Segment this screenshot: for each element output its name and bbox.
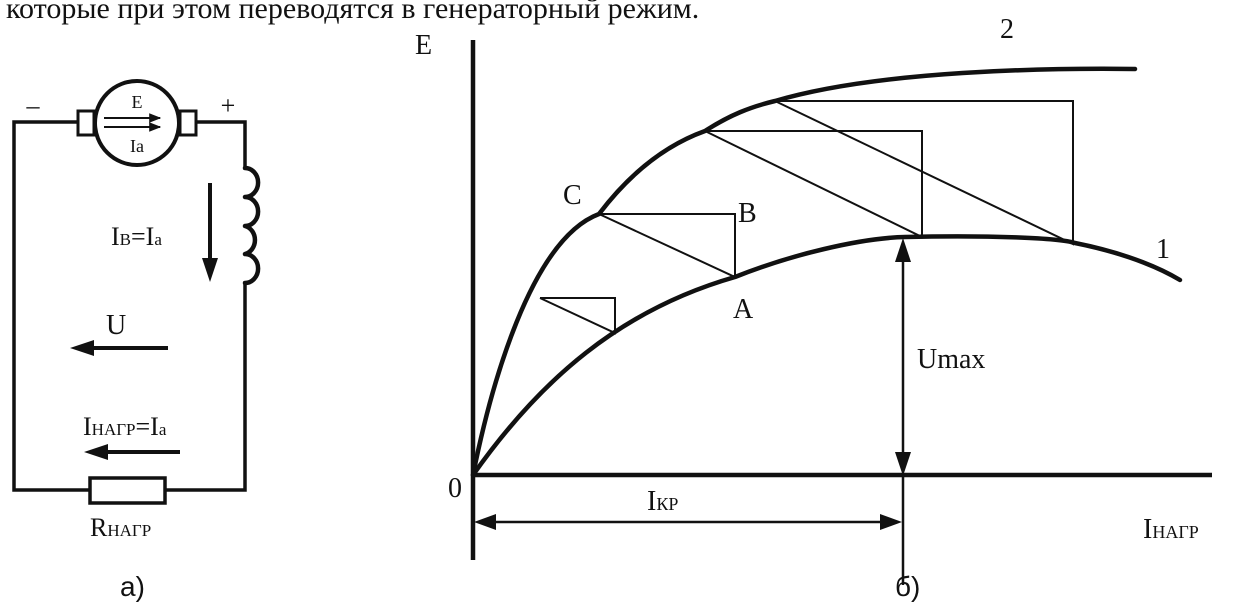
right-wire	[163, 281, 247, 492]
load-current-label: IНАГР=Ia	[83, 412, 167, 441]
load-resistor	[88, 476, 167, 505]
field-coil	[242, 165, 261, 286]
step-construction	[539, 100, 1074, 335]
point-a-label: A	[733, 294, 754, 325]
point-c-label: C	[563, 180, 582, 211]
umax-arrow-top	[895, 238, 911, 262]
circuit-diagram: E Ia – + IВ=Ia U IНАГР=Ia RНАГР а)	[12, 79, 261, 602]
motor-ia-label: Ia	[130, 136, 144, 156]
minus-sign: –	[26, 91, 41, 120]
umax-label: Umax	[917, 344, 985, 375]
resistor-label: RНАГР	[90, 513, 151, 542]
curve-2	[470, 66, 1138, 478]
x-axis-label: IНАГР	[1143, 514, 1199, 545]
plus-sign: +	[221, 91, 236, 120]
curve-1-label: 1	[1156, 234, 1170, 265]
motor-e-label: E	[132, 92, 143, 112]
step-triangle-3	[704, 130, 923, 239]
load-current-arrow-head	[84, 444, 108, 460]
top-text-line: которые при этом переводятся в генератор…	[6, 0, 699, 25]
characteristic-graph: E 0 2 1 C B A Umax IКР IНАГР б)	[415, 14, 1212, 602]
step-triangle-4	[774, 100, 1074, 246]
step-triangle-2	[598, 213, 736, 279]
ikr-arrow-right	[880, 514, 902, 530]
curve-2-label: 2	[1000, 14, 1014, 45]
field-current-label: IВ=Ia	[111, 222, 162, 251]
step-triangle-1	[539, 297, 616, 335]
left-wire	[12, 120, 92, 492]
voltage-arrow-head	[70, 340, 94, 356]
caption-a: а)	[120, 571, 145, 602]
voltage-label: U	[106, 310, 126, 341]
caption-b: б)	[895, 571, 920, 602]
umax-arrow-bottom	[895, 452, 911, 476]
motor-armature: E Ia	[76, 79, 198, 167]
ikr-label: IКР	[647, 486, 678, 517]
field-current-arrow-head	[202, 258, 218, 282]
curve-1	[470, 234, 1183, 478]
y-axis-label: E	[415, 30, 432, 61]
top-right-wire	[194, 120, 247, 170]
ikr-arrow-left	[474, 514, 496, 530]
point-b-label: B	[738, 198, 757, 229]
origin-label: 0	[448, 473, 462, 504]
